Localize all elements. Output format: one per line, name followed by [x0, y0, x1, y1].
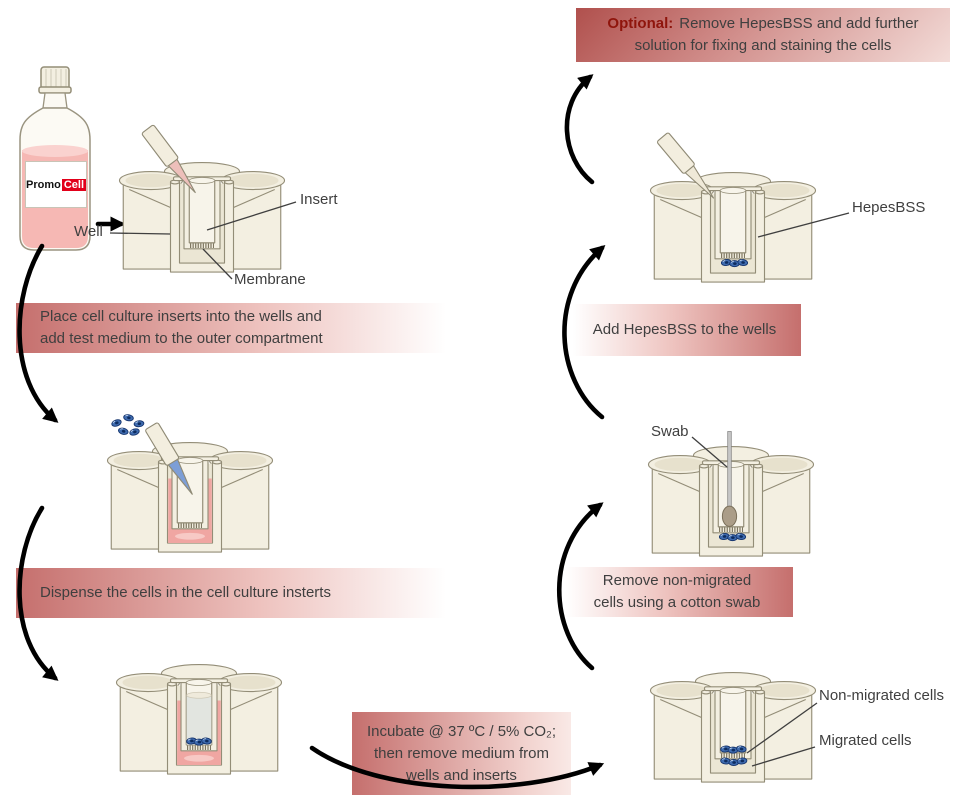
banner-text: Remove HepesBSS and add further: [679, 15, 919, 32]
banner-text-line: solution for fixing and staining the cel…: [634, 37, 892, 54]
flow-arrow-incubate-to-result: [309, 745, 605, 790]
non-migrated-leader-line: [746, 702, 818, 754]
banner-text-line: then remove medium from: [373, 744, 550, 762]
insert-label: Insert: [300, 191, 338, 208]
banner-text-line: wells and inserts: [406, 766, 517, 784]
outer-test-medium: [177, 700, 221, 765]
brand-cell-text: Cell: [61, 178, 87, 191]
step2-well-illustration: [106, 413, 274, 553]
banner-text-line: cells using a cotton swab: [593, 594, 761, 611]
insert-leader-line: [206, 201, 297, 231]
step1-well-illustration: [118, 123, 286, 273]
swab-label: Swab: [651, 423, 689, 440]
membrane-label: Membrane: [234, 271, 306, 288]
banner-remove-nonmigrated: Remove non-migrated cells using a cotton…: [561, 567, 793, 617]
banner-dispense-cells: Dispense the cells in the cell culture i…: [16, 568, 464, 618]
insert-medium: [186, 691, 212, 745]
membrane-leader-line: [202, 248, 233, 280]
cotton-swab-icon: [721, 431, 738, 527]
non-migrated-cells-label: Non-migrated cells: [819, 687, 945, 704]
banner-text-line: Dispense the cells in the cell culture i…: [40, 584, 331, 601]
flow-arrow-hepesbss-to-optional: [564, 74, 595, 185]
banner-text-line: Place cell culture inserts into the well…: [40, 308, 322, 325]
migrated-leader-line: [751, 746, 816, 767]
hepesbss-leader-line: [757, 212, 850, 238]
hepesbss-label: HepesBSS: [852, 199, 926, 216]
step3-well-illustration: [115, 663, 283, 775]
banner-optional-fix-stain: Optional: Remove HepesBSS and add further…: [576, 8, 950, 62]
banner-place-inserts: Place cell culture inserts into the well…: [16, 303, 464, 353]
migrated-cells-label: Migrated cells: [819, 732, 912, 749]
flow-arrow-step1-to-step2: [17, 243, 59, 423]
banner-text-line: Remove non-migrated: [602, 572, 752, 589]
banner-text-line: Optional: Remove HepesBSS and add further: [607, 13, 918, 35]
well-leader-line: [109, 232, 171, 235]
step-result-well-illustration: [649, 671, 817, 783]
banner-text-line: Add HepesBSS to the wells: [592, 321, 777, 338]
flow-arrow-step2-to-step3: [17, 505, 59, 681]
swab-leader-line: [691, 436, 728, 468]
well-label: Well: [74, 223, 103, 240]
step-hepesbss-well-illustration: [649, 131, 817, 283]
banner-add-hepesbss: Add HepesBSS to the wells: [568, 304, 801, 356]
outer-test-medium: [168, 478, 212, 543]
banner-text-line: Incubate @ 37 ºC / 5% CO₂;: [366, 722, 557, 740]
brand-promo-text: Promo: [25, 178, 61, 191]
flow-arrow-result-to-swab: [557, 502, 604, 671]
cell-suspension: [110, 413, 145, 437]
banner-text-line: add test medium to the outer compartment: [40, 330, 323, 347]
optional-prefix: Optional:: [607, 15, 674, 32]
step-swab-well-illustration: [647, 431, 815, 557]
flow-arrow-swab-to-hepesbss: [562, 245, 606, 420]
